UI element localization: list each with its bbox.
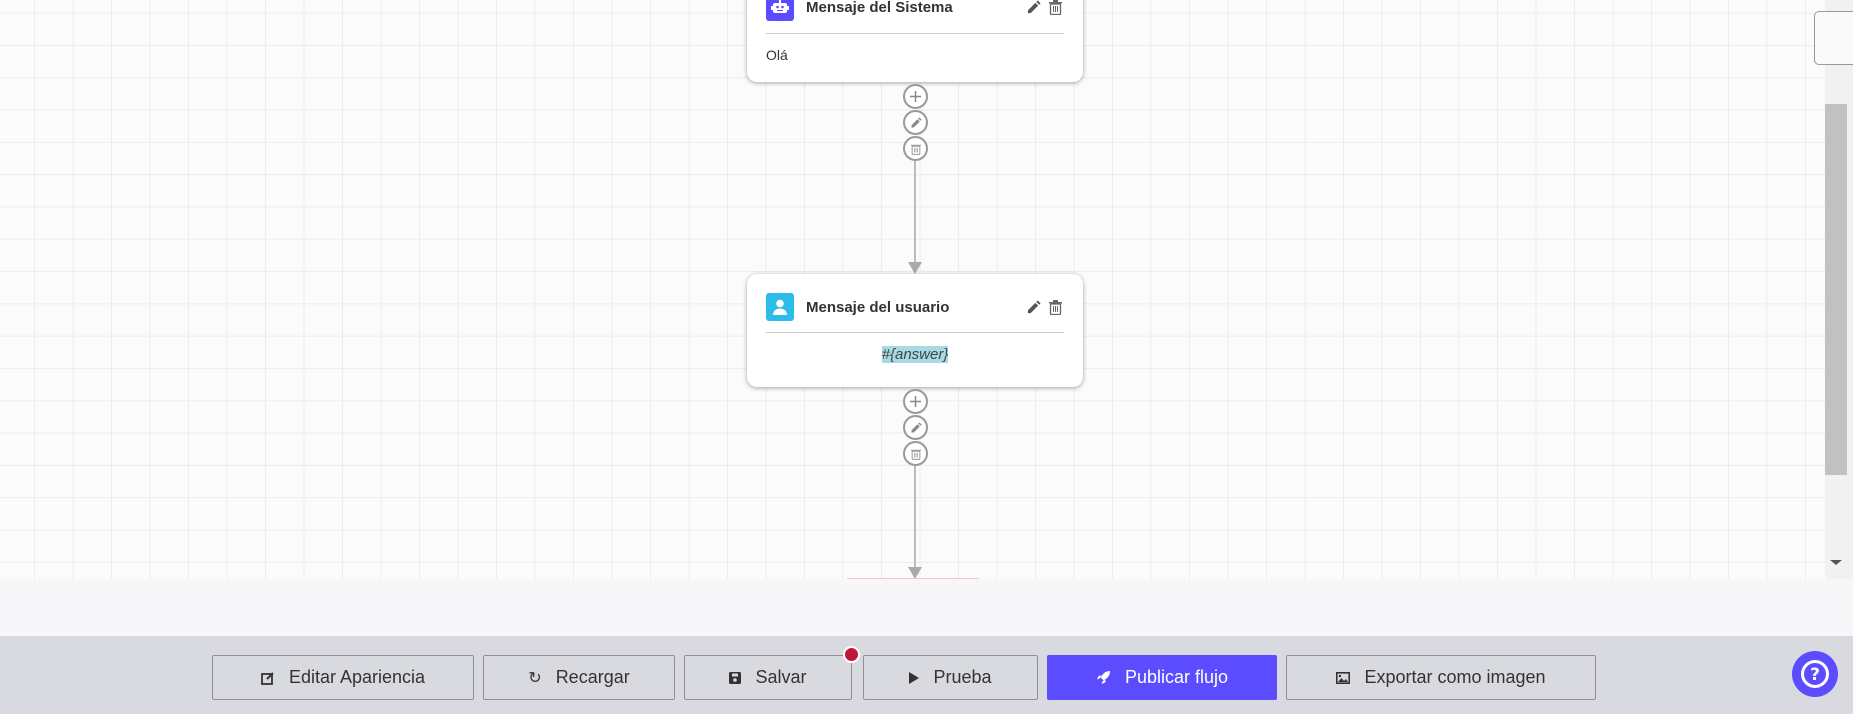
connector-line: [914, 161, 916, 263]
save-label: Salvar: [755, 667, 807, 687]
reload-button[interactable]: ↻ Recargar: [483, 655, 675, 700]
user-icon: [766, 293, 794, 321]
node-content: Olá: [766, 47, 788, 63]
rocket-icon: [1096, 670, 1111, 685]
add-node-button[interactable]: [903, 84, 928, 109]
connector-arrow: [908, 262, 922, 274]
trash-icon[interactable]: [1046, 298, 1064, 316]
save-button[interactable]: Salvar: [684, 655, 852, 700]
node-user-message[interactable]: Mensaje del usuario #{answer}: [747, 274, 1083, 387]
edit-pencil-icon[interactable]: [1024, 298, 1042, 316]
floppy-disk-icon: [729, 671, 742, 684]
minimap-panel[interactable]: [1814, 11, 1853, 65]
divider: [766, 33, 1064, 34]
node-content-variable: #{answer}: [881, 346, 949, 363]
edit-appearance-label: Editar Apariencia: [288, 667, 426, 687]
edit-appearance-button[interactable]: Editar Apariencia: [212, 655, 474, 700]
delete-connection-button[interactable]: [903, 441, 928, 466]
flow-canvas[interactable]: Mensaje del Sistema Olá Mensaje del usua…: [0, 0, 1825, 579]
play-icon: [909, 671, 920, 684]
edit-pencil-icon[interactable]: [1024, 0, 1042, 16]
node-title: Mensaje del Sistema: [806, 0, 953, 16]
vertical-scrollbar[interactable]: [1825, 0, 1853, 579]
test-label: Prueba: [933, 667, 992, 687]
edit-connection-button[interactable]: [903, 110, 928, 135]
export-image-label: Exportar como imagen: [1364, 667, 1546, 687]
add-node-button[interactable]: [903, 389, 928, 414]
bottom-toolbar: Editar Apariencia ↻ Recargar Salvar Prue…: [0, 636, 1853, 714]
connector-arrow: [908, 567, 922, 579]
question-circle-icon: ?: [1801, 660, 1829, 688]
publish-flow-label: Publicar flujo: [1124, 667, 1229, 687]
delete-connection-button[interactable]: [903, 136, 928, 161]
trash-icon[interactable]: [1046, 0, 1064, 16]
connector-line: [914, 466, 916, 569]
svg-text:?: ?: [1810, 665, 1820, 685]
reload-label: Recargar: [555, 667, 630, 687]
refresh-icon: ↻: [528, 669, 542, 687]
node-system-message[interactable]: Mensaje del Sistema Olá: [747, 0, 1083, 82]
unsaved-changes-dot: [843, 646, 860, 663]
help-button[interactable]: ?: [1792, 651, 1838, 697]
scrollbar-thumb[interactable]: [1825, 104, 1847, 475]
robot-icon: [766, 0, 794, 21]
node-title: Mensaje del usuario: [806, 298, 950, 316]
edit-connection-button[interactable]: [903, 415, 928, 440]
next-node-edge: [847, 578, 979, 579]
divider: [766, 332, 1064, 333]
image-icon: [1336, 671, 1351, 684]
publish-flow-button[interactable]: Publicar flujo: [1047, 655, 1277, 700]
test-button[interactable]: Prueba: [863, 655, 1038, 700]
scroll-down-arrow-icon[interactable]: [1830, 560, 1842, 565]
edit-square-icon: [261, 671, 275, 685]
export-image-button[interactable]: Exportar como imagen: [1286, 655, 1596, 700]
